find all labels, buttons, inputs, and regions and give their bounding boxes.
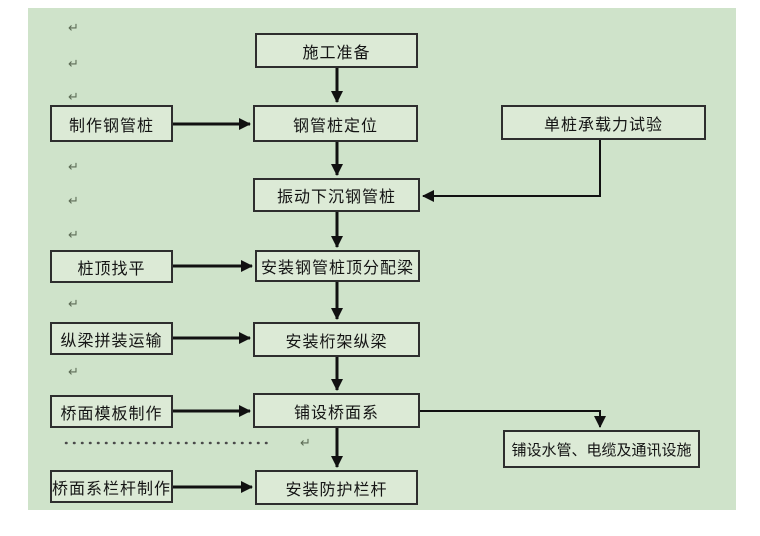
paragraph-mark-icon: ↵ <box>300 436 311 451</box>
node-label: 制作钢管桩 <box>68 115 154 135</box>
node-install-distribution-beam: 安装钢管桩顶分配梁 <box>255 250 420 282</box>
node-label: 振动下沉钢管桩 <box>276 187 396 206</box>
paragraph-mark-icon: ↵ <box>68 57 79 72</box>
node-install-truss-beam: 安装桁架纵梁 <box>253 322 420 357</box>
node-railing-fabrication: 桥面系栏杆制作 <box>50 470 173 503</box>
node-make-steel-pipe-pile: 制作钢管桩 <box>50 105 173 142</box>
node-label: 铺设水管、电缆及通讯设施 <box>511 440 692 459</box>
node-pile-top-leveling: 桩顶找平 <box>50 250 173 283</box>
paragraph-mark-icon: ↵ <box>68 228 79 243</box>
node-label: 纵梁拼装运输 <box>60 330 163 350</box>
node-label: 安装防护栏杆 <box>285 479 388 499</box>
paragraph-mark-icon: ↵ <box>68 297 79 312</box>
paragraph-mark-icon: ↵ <box>68 194 79 209</box>
node-pile-positioning: 钢管桩定位 <box>253 105 418 142</box>
node-label: 桩顶找平 <box>77 258 146 278</box>
paragraph-mark-icon: ↵ <box>68 90 79 105</box>
node-label: 铺设桥面系 <box>293 402 379 422</box>
node-label: 单桩承载力试验 <box>543 114 663 134</box>
paragraph-mark-icon: ↵ <box>68 160 79 175</box>
node-label: 施工准备 <box>302 42 371 62</box>
node-label: 钢管桩定位 <box>292 115 378 135</box>
node-label: 桥面模板制作 <box>60 403 163 423</box>
node-lay-bridge-deck: 铺设桥面系 <box>253 393 420 428</box>
node-lay-utilities: 铺设水管、电缆及通讯设施 <box>503 430 700 468</box>
node-label: 安装钢管桩顶分配梁 <box>260 258 414 277</box>
paragraph-mark-icon: ↵ <box>68 365 79 380</box>
node-install-protective-railing: 安装防护栏杆 <box>255 470 418 505</box>
node-label: 安装桁架纵梁 <box>285 331 388 351</box>
node-label: 桥面系栏杆制作 <box>52 478 172 498</box>
node-construction-preparation: 施工准备 <box>255 33 418 68</box>
node-single-pile-load-test: 单桩承载力试验 <box>501 105 706 140</box>
node-vibrate-sink-pile: 振动下沉钢管桩 <box>253 178 420 212</box>
node-beam-assembly-transport: 纵梁拼装运输 <box>50 322 173 355</box>
paragraph-mark-icon: ↵ <box>68 21 79 36</box>
node-deck-formwork-fabrication: 桥面模板制作 <box>50 395 173 428</box>
